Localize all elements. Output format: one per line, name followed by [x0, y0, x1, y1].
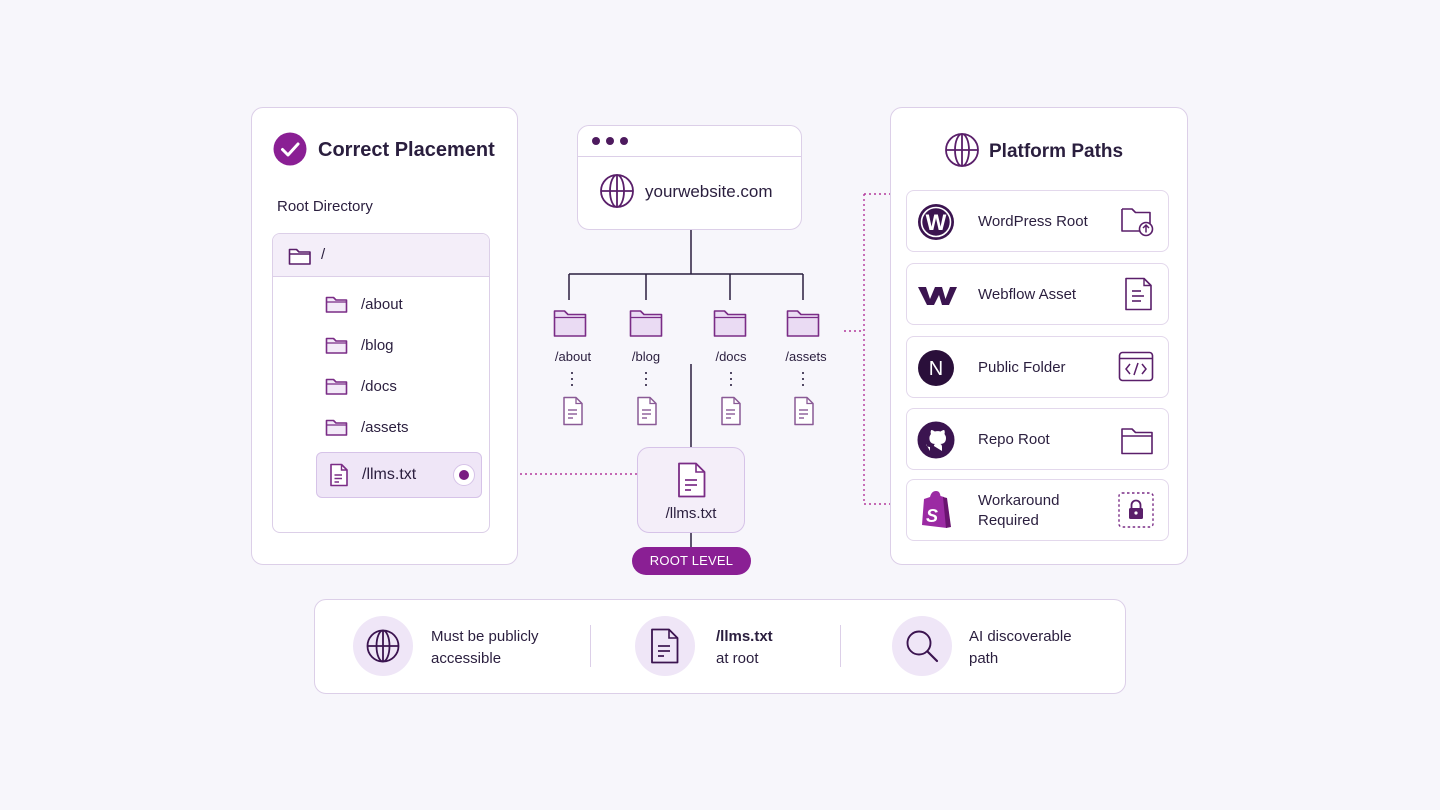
document-icon	[651, 628, 679, 664]
llms-file-label: /llms.txt	[362, 466, 417, 483]
platform-paths-panel: Platform Paths W WordPress Root Webflow …	[890, 107, 1188, 565]
requirement-icon-circle	[892, 616, 952, 676]
webflow-logo	[918, 287, 957, 305]
root-directory-label: Root Directory	[277, 198, 373, 215]
globe-icon	[366, 629, 400, 663]
directory-tree: / /about /blog /docs	[272, 233, 490, 533]
nextjs-logo: N	[918, 350, 954, 386]
platform-row-wordpress[interactable]: W WordPress Root	[906, 190, 1169, 252]
folder-icon	[1121, 428, 1153, 455]
window-dot	[592, 137, 600, 145]
globe-icon	[945, 133, 979, 167]
folder-label-assets: /assets	[785, 349, 827, 364]
window-dot	[620, 137, 628, 145]
shopify-logo: S	[922, 491, 951, 528]
search-icon	[906, 630, 939, 663]
link-anchor-dot	[453, 464, 475, 486]
document-icon	[1125, 277, 1152, 311]
platform-row-nextjs[interactable]: N Public Folder	[906, 336, 1169, 398]
folder-icon[interactable]	[786, 308, 820, 338]
requirements-bar: Must be publicly accessible /llms.txt at…	[314, 599, 1126, 694]
root-folder-label: /	[321, 246, 326, 263]
window-dot	[606, 137, 614, 145]
tree-root-row[interactable]: /	[273, 234, 489, 277]
globe-icon	[600, 174, 634, 208]
svg-text:N: N	[929, 358, 943, 380]
platform-label: Repo Root	[978, 431, 1050, 448]
platform-row-webflow[interactable]: Webflow Asset	[906, 263, 1169, 325]
document-icon	[721, 396, 741, 426]
folder-icon[interactable]	[629, 308, 663, 338]
requirement-line: Must be publicly	[431, 628, 539, 645]
requirement-line: at root	[716, 650, 759, 667]
platform-label: WordPress Root	[978, 213, 1088, 230]
site-url: yourwebsite.com	[645, 182, 773, 201]
svg-text:W: W	[926, 210, 947, 235]
tree-item-blog[interactable]: /blog	[325, 333, 394, 357]
tree-item-about[interactable]: /about	[325, 292, 403, 316]
requirement-text-public: Must be publicly accessible	[431, 626, 539, 670]
tree-item-label: /blog	[361, 336, 394, 354]
document-icon	[637, 396, 657, 426]
platform-label: Public Folder	[978, 359, 1066, 376]
folder-icon[interactable]	[713, 308, 747, 338]
folder-label-about: /about	[554, 349, 592, 364]
folder-icon	[288, 248, 311, 265]
tree-item-label: /assets	[361, 418, 409, 436]
tree-item-label: /docs	[361, 377, 397, 395]
lock-icon	[1118, 492, 1154, 528]
tree-item-docs[interactable]: /docs	[325, 374, 397, 398]
divider	[590, 625, 591, 667]
requirement-text-root: /llms.txt at root	[716, 626, 773, 670]
github-logo	[917, 421, 955, 459]
requirement-line: accessible	[431, 650, 502, 667]
requirement-line: /llms.txt	[716, 628, 773, 645]
folder-upload-icon	[1121, 208, 1154, 237]
platform-label-word: Workaround	[978, 492, 1060, 509]
document-icon	[563, 396, 583, 426]
llms-txt-card[interactable]: /llms.txt	[637, 447, 745, 533]
correct-placement-panel: Correct Placement Root Directory / /abou…	[251, 107, 518, 565]
platform-label: Webflow Asset	[978, 286, 1077, 303]
tree-item-llms-txt[interactable]: /llms.txt	[316, 452, 482, 498]
folder-icon	[325, 296, 348, 313]
llms-file-label: /llms.txt	[665, 505, 717, 522]
folder-icon	[325, 378, 348, 395]
svg-text:S: S	[926, 506, 938, 526]
root-level-badge: ROOT LEVEL	[632, 547, 751, 575]
tree-item-label: /about	[361, 295, 403, 313]
panel-title: Correct Placement	[318, 139, 495, 161]
check-circle-icon	[273, 132, 307, 166]
document-icon	[794, 396, 814, 426]
code-window-icon	[1118, 351, 1154, 382]
requirement-icon-circle	[353, 616, 413, 676]
folder-icon[interactable]	[553, 308, 587, 338]
document-icon	[330, 463, 348, 487]
tree-item-assets[interactable]: /assets	[325, 415, 409, 439]
folder-icon	[325, 337, 348, 354]
requirement-text-discoverable: AI discoverable path	[969, 626, 1072, 670]
folder-label-blog: /blog	[631, 349, 661, 364]
panel-title: Platform Paths	[989, 141, 1124, 162]
requirement-line: path	[969, 650, 999, 667]
wordpress-logo: W	[918, 204, 954, 240]
platform-label-word: Required	[978, 512, 1039, 529]
platform-row-github[interactable]: Repo Root	[906, 408, 1169, 470]
folder-icon	[325, 419, 348, 436]
divider	[840, 625, 841, 667]
requirement-line: AI discoverable	[969, 628, 1072, 645]
document-icon	[678, 462, 706, 498]
browser-title-bar	[578, 126, 801, 157]
browser-window: yourwebsite.com	[577, 125, 802, 230]
requirement-icon-circle	[635, 616, 695, 676]
folder-label-docs: /docs	[715, 349, 747, 364]
